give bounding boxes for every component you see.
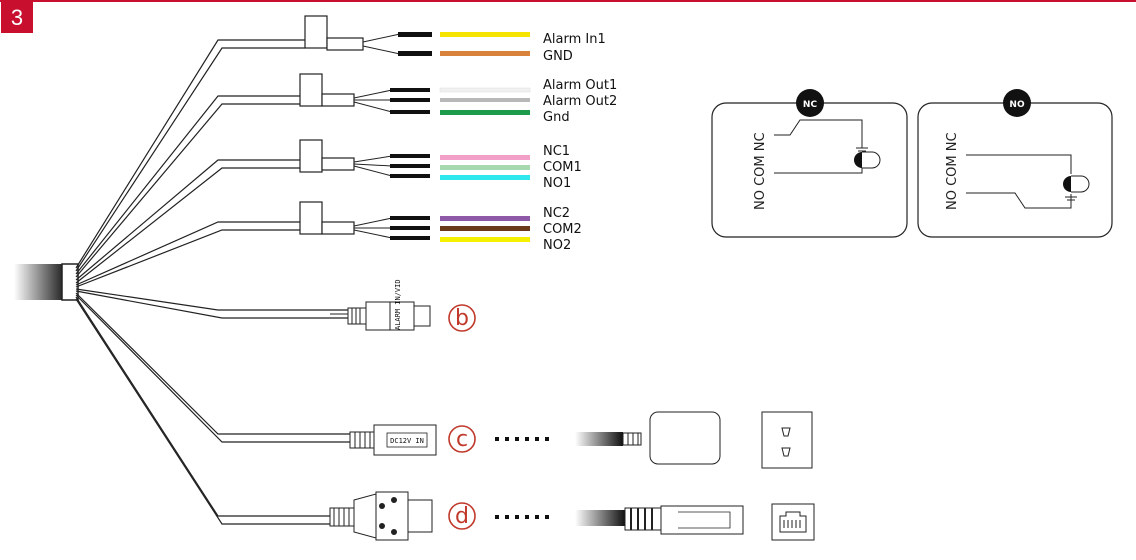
connector-d: d	[329, 491, 815, 541]
connector-b-letter: b	[455, 306, 469, 331]
power-adapter	[649, 411, 721, 465]
wire-group-alarm-in: Alarm In1 GND	[230, 15, 606, 64]
wire-nc2	[440, 216, 530, 221]
label-com1: COM1	[543, 160, 582, 175]
connector-b-marker	[448, 304, 476, 332]
relay-nc-badge-text: NC	[803, 100, 818, 110]
wire-no1	[440, 175, 530, 180]
wire-gnd-out	[440, 110, 530, 115]
label-gnd-out: Gnd	[543, 110, 570, 125]
label-alarm-out1: Alarm Out1	[543, 78, 617, 93]
label-com2: COM2	[543, 222, 582, 237]
label-alarm-in1: Alarm In1	[543, 32, 606, 47]
relay-diagram-nc: NC NO COM NC	[711, 89, 908, 238]
wire-com2	[440, 226, 530, 231]
wire-alarm-in1	[440, 32, 530, 37]
connector-b: ALARM IN/VID b	[330, 279, 476, 332]
label-gnd: GND	[543, 49, 573, 64]
network-cable	[575, 510, 625, 526]
step-badge	[1, 0, 33, 33]
main-cable	[14, 263, 79, 301]
wire-group-relay2: NC2 COM2 NO2	[299, 201, 582, 253]
relay-diagram-no: NO NO COM NC	[917, 89, 1113, 238]
label-no1: NO1	[543, 176, 571, 191]
relay-nc-badge	[796, 89, 824, 117]
connector-c-body-label: DC12V IN	[390, 437, 424, 445]
connector-c-letter: c	[456, 427, 468, 452]
label-nc1: NC1	[543, 144, 570, 159]
relay-no-badge-text: NO	[1009, 100, 1025, 110]
relay-no-terminals: NO COM NC	[945, 132, 960, 210]
connector-c-marker	[448, 425, 476, 453]
dotted-line-d	[495, 515, 549, 519]
relay-no-badge	[1003, 89, 1031, 117]
relay-nc-terminals: NO COM NC	[753, 132, 768, 210]
label-alarm-out2: Alarm Out2	[543, 94, 617, 109]
power-adapter-cable	[575, 432, 623, 446]
dotted-line-c	[495, 437, 549, 441]
wire-com1	[440, 165, 530, 170]
wire-alarm-out2	[440, 98, 530, 102]
wire-nc1	[440, 155, 530, 160]
connector-d-letter: d	[455, 504, 469, 529]
step-number: 3	[11, 5, 23, 30]
label-nc2: NC2	[543, 206, 570, 221]
wire-group-alarm-out: Alarm Out1 Alarm Out2 Gnd	[299, 73, 617, 125]
wire-no2	[440, 237, 530, 242]
fanout-wires	[75, 39, 352, 525]
wire-group-relay1: NC1 COM1 NO1	[299, 139, 582, 191]
rj45-port-icon	[771, 503, 815, 541]
connector-c: DC12V IN c	[349, 411, 813, 469]
power-outlet-icon	[761, 411, 813, 469]
rj45-plug	[660, 505, 744, 535]
label-no2: NO2	[543, 238, 571, 253]
wire-gnd	[440, 51, 530, 56]
connector-d-marker	[448, 502, 476, 530]
wire-alarm-out1	[439, 87, 531, 93]
connector-b-body-label: ALARM IN/VID	[394, 279, 402, 330]
